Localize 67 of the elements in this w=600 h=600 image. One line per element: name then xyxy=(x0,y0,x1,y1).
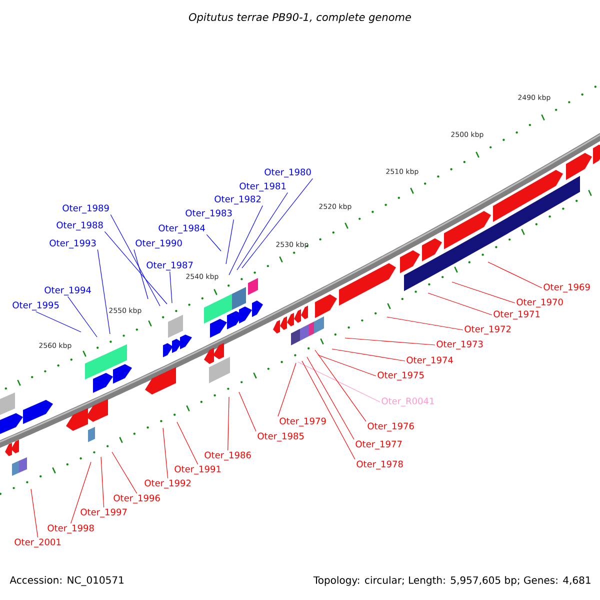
leader-line xyxy=(68,296,98,338)
leader-line xyxy=(112,452,138,494)
leader-line xyxy=(298,362,380,402)
leader-line xyxy=(344,338,436,346)
gene-label: Oter_1985 xyxy=(258,432,304,442)
gene-label: Oter_1973 xyxy=(436,340,483,350)
leader-line xyxy=(318,354,376,376)
gene-label: Oter_1988 xyxy=(56,222,103,230)
leader-line xyxy=(97,249,110,334)
leader-line xyxy=(70,462,92,524)
leader-line xyxy=(110,214,160,306)
leader-line xyxy=(100,456,104,508)
gene-label: Oter_1998 xyxy=(48,524,94,534)
leader-line xyxy=(302,360,356,460)
leader-line xyxy=(176,422,198,465)
gene-label: Oter_1979 xyxy=(280,418,326,426)
leader-line xyxy=(306,356,354,440)
gene-label: Oter_2001 xyxy=(14,538,61,548)
gene-label: Oter_1990 xyxy=(136,240,182,248)
leader-line xyxy=(332,348,406,362)
gene-label: Oter_1971 xyxy=(494,310,540,320)
leader-line xyxy=(30,488,38,538)
gene-label: Oter_1980 xyxy=(264,168,311,178)
gene-label: Oter_1994 xyxy=(44,286,91,296)
gene-label: Oter_1987 xyxy=(146,262,193,270)
accession-text: Accession: NC_010571 xyxy=(10,576,124,586)
leader-line xyxy=(488,262,542,288)
gene-label: Oter_1995 xyxy=(12,302,59,310)
leader-line xyxy=(242,178,313,268)
gene-label: Oter_1974 xyxy=(406,356,453,366)
leader-line xyxy=(226,219,234,264)
leader-line xyxy=(134,249,148,300)
gene-label: Oter_1975 xyxy=(378,372,424,380)
leader-line xyxy=(104,231,168,304)
gene-label: Oter_1978 xyxy=(356,460,403,470)
gene-label: Oter_1997 xyxy=(80,508,127,518)
gene-label: Oter_1989 xyxy=(62,204,109,214)
leader-line xyxy=(238,392,256,432)
gene-label: Oter_1991 xyxy=(174,466,221,474)
gene-label: Oter_R0041 xyxy=(382,398,434,406)
gene-label: Oter_1993 xyxy=(50,240,96,248)
leader-line xyxy=(206,234,222,252)
gene-label: Oter_1969 xyxy=(544,284,590,292)
gene-label: Oter_1996 xyxy=(114,494,160,504)
gene-label: Oter_1984 xyxy=(158,224,205,234)
leader-line xyxy=(228,396,230,451)
gene-label: Oter_1972 xyxy=(464,326,511,334)
gene-label: Oter_1970 xyxy=(516,298,563,308)
gene-label: Oter_1992 xyxy=(144,480,191,488)
leader-line xyxy=(170,271,172,304)
leader-line xyxy=(278,362,296,417)
genome-info-text: Topology: circular; Length: 5,957,605 bp; Genes: 4,681 xyxy=(313,576,590,586)
gene-label: Oter_1981 xyxy=(240,182,286,192)
leader-line xyxy=(162,428,168,479)
leader-line xyxy=(236,192,288,270)
leader-line xyxy=(314,350,366,422)
leader-line xyxy=(36,311,82,332)
gene-label: Oter_1976 xyxy=(368,422,414,432)
leader-line xyxy=(452,282,516,304)
gene-label: Oter_1977 xyxy=(356,440,402,450)
leader-line xyxy=(228,205,263,276)
title: Opitutus terrae PB90-1, complete genome xyxy=(188,12,411,24)
leader-line xyxy=(428,292,492,316)
gene-label: Oter_1986 xyxy=(204,452,251,460)
leader-line xyxy=(386,316,464,330)
gene-label: Oter_1983 xyxy=(186,210,232,218)
gene-label: Oter_1982 xyxy=(214,196,261,204)
